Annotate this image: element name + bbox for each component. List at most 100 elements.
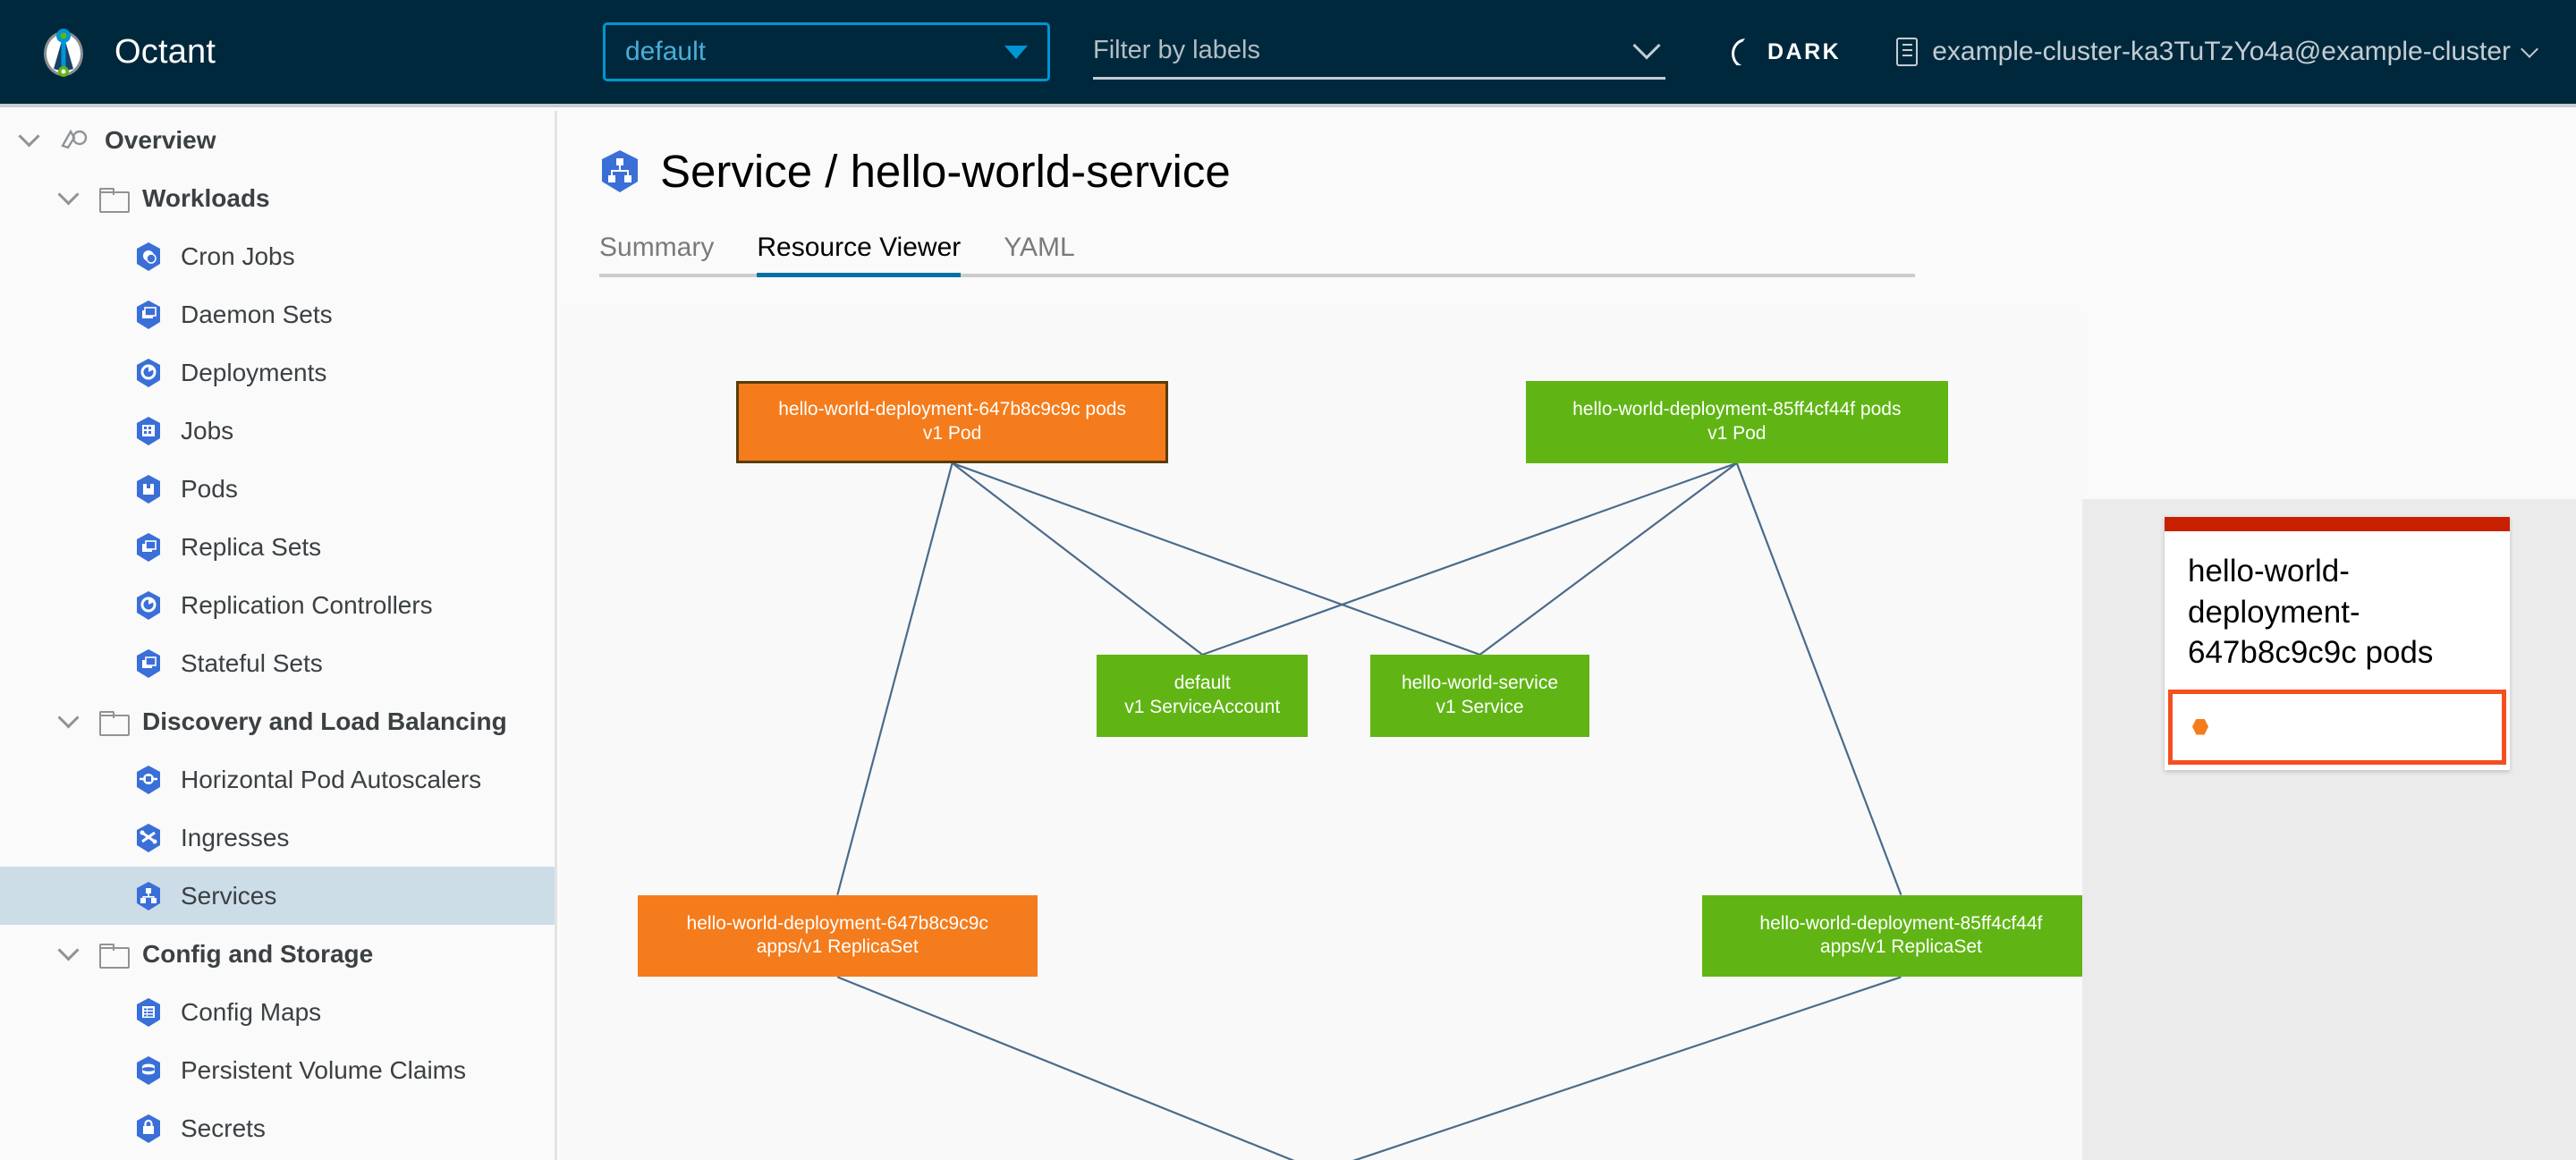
deployment-icon bbox=[134, 358, 163, 388]
card-accent-bar bbox=[2165, 517, 2510, 531]
statefulset-icon bbox=[134, 648, 163, 679]
folder-icon bbox=[99, 187, 130, 213]
namespace-selector[interactable]: default bbox=[603, 22, 1050, 81]
sidebar-item-deployments[interactable]: Deployments bbox=[0, 343, 555, 402]
graph-node-kind: apps/v1 ReplicaSet bbox=[1819, 936, 1982, 958]
sidebar-item-daemon-sets[interactable]: Daemon Sets bbox=[0, 285, 555, 343]
sidebar-item-label: Persistent Volume Claims bbox=[181, 1055, 467, 1084]
graph-node-kind: apps/v1 ReplicaSet bbox=[756, 936, 919, 958]
sidebar-item-label: Config and Storage bbox=[142, 939, 374, 968]
sidebar-item-services[interactable]: Services bbox=[0, 867, 555, 925]
graph-node-kind: v1 Pod bbox=[922, 422, 982, 444]
sidebar-item-horizontal-pod-autoscalers[interactable]: Horizontal Pod Autoscalers bbox=[0, 750, 555, 809]
cluster-name: example-cluster-ka3TuTzYo4a@example-clus… bbox=[1932, 37, 2512, 66]
brand-title: Octant bbox=[114, 32, 216, 71]
selected-node-card: hello-world-deployment-647b8c9c9c pods bbox=[2165, 517, 2510, 770]
configmap-icon bbox=[134, 997, 163, 1028]
chevron-down-icon[interactable] bbox=[57, 183, 80, 206]
sidebar-item-label: Deployments bbox=[181, 358, 327, 386]
graph-edge bbox=[1735, 462, 1902, 895]
page-title: Service / hello-world-service bbox=[660, 146, 1231, 197]
pod-icon bbox=[134, 474, 163, 504]
card-status-row[interactable] bbox=[2168, 689, 2506, 765]
sidebar-item-jobs[interactable]: Jobs bbox=[0, 402, 555, 460]
sidebar-item-label: Workloads bbox=[142, 183, 270, 212]
octant-logo-icon bbox=[36, 24, 91, 80]
tab-yaml[interactable]: YAML bbox=[1004, 233, 1075, 262]
graph-edge bbox=[951, 461, 1203, 656]
graph-detail-panel: hello-world-deployment-647b8c9c9c pods bbox=[2082, 499, 2576, 1160]
graph-edge bbox=[836, 976, 1295, 1160]
sidebar-item-config-and-storage[interactable]: Config and Storage bbox=[0, 925, 555, 983]
sidebar-item-persistent-volume-claims[interactable]: Persistent Volume Claims bbox=[0, 1041, 555, 1099]
sidebar-item-ingresses[interactable]: Ingresses bbox=[0, 809, 555, 867]
replicaset-icon bbox=[134, 532, 163, 563]
sidebar-item-label: Config Maps bbox=[181, 997, 322, 1026]
sidebar-item-label: Jobs bbox=[181, 416, 234, 445]
graph-node-kind: v1 ServiceAccount bbox=[1124, 696, 1281, 717]
graph-node-name: hello-world-deployment-647b8c9c9c pods bbox=[778, 399, 1126, 420]
overview-icon bbox=[60, 128, 89, 153]
pod-status-hexagon-icon bbox=[2192, 718, 2208, 735]
graph-edge bbox=[1201, 461, 1738, 656]
graph-edge bbox=[1479, 461, 1738, 656]
graph-edge bbox=[836, 462, 953, 895]
graph-node-name: hello-world-service bbox=[1401, 673, 1559, 694]
sidebar-item-config-maps[interactable]: Config Maps bbox=[0, 983, 555, 1041]
tab-summary[interactable]: Summary bbox=[599, 233, 715, 262]
sidebar-item-label: Secrets bbox=[181, 1113, 266, 1142]
server-icon bbox=[1896, 38, 1919, 66]
card-title: hello-world-deployment-647b8c9c9c pods bbox=[2188, 554, 2434, 670]
chevron-down-icon bbox=[2521, 40, 2538, 58]
sidebar-item-label: Cron Jobs bbox=[181, 241, 295, 270]
service-icon bbox=[134, 881, 163, 911]
service-icon bbox=[599, 149, 640, 194]
sidebar-item-label: Stateful Sets bbox=[181, 648, 323, 677]
folder-icon bbox=[99, 710, 130, 736]
sidebar-item-replication-controllers[interactable]: Replication Controllers bbox=[0, 576, 555, 634]
namespace-value: default bbox=[625, 37, 707, 66]
label-filter-input[interactable]: Filter by labels bbox=[1093, 24, 1665, 80]
sidebar-item-secrets[interactable]: Secrets bbox=[0, 1099, 555, 1157]
cronjob-icon bbox=[134, 241, 163, 272]
chevron-down-icon[interactable] bbox=[57, 939, 80, 961]
sidebar-item-label: Horizontal Pod Autoscalers bbox=[181, 765, 482, 793]
sidebar-item-overview[interactable]: Overview bbox=[0, 111, 555, 169]
tab-bar: Summary Resource Viewer YAML bbox=[599, 227, 1915, 277]
chevron-down-icon[interactable] bbox=[18, 125, 40, 148]
graph-edge bbox=[952, 461, 1480, 656]
pvc-icon bbox=[134, 1055, 163, 1086]
secret-icon bbox=[134, 1113, 163, 1144]
sidebar-item-label: Pods bbox=[181, 474, 238, 503]
sidebar-item-discovery-and-load-balancing[interactable]: Discovery and Load Balancing bbox=[0, 692, 555, 750]
chevron-down-icon bbox=[1632, 30, 1661, 60]
sidebar-item-replica-sets[interactable]: Replica Sets bbox=[0, 518, 555, 576]
page-header: Service / hello-world-service bbox=[560, 111, 2576, 198]
sidebar-item-label: Discovery and Load Balancing bbox=[142, 707, 507, 735]
sidebar-item-cron-jobs[interactable]: Cron Jobs bbox=[0, 227, 555, 285]
graph-edge bbox=[1352, 976, 1902, 1160]
label-filter-placeholder: Filter by labels bbox=[1093, 36, 1260, 64]
chevron-down-icon[interactable] bbox=[57, 707, 80, 729]
sidebar-item-stateful-sets[interactable]: Stateful Sets bbox=[0, 634, 555, 692]
cluster-selector[interactable]: example-cluster-ka3TuTzYo4a@example-clus… bbox=[1896, 37, 2538, 67]
graph-node-name: hello-world-deployment-85ff4cf44f bbox=[1759, 912, 2043, 934]
main-content: Service / hello-world-service Summary Res… bbox=[560, 111, 2576, 1160]
sidebar-item-pods[interactable]: Pods bbox=[0, 460, 555, 518]
sidebar-item-workloads[interactable]: Workloads bbox=[0, 169, 555, 227]
graph-node-name: hello-world-deployment-647b8c9c9c bbox=[686, 912, 988, 934]
ingress-icon bbox=[134, 823, 163, 853]
replicationcontroller-icon bbox=[134, 590, 163, 621]
tab-resource-viewer[interactable]: Resource Viewer bbox=[757, 233, 962, 277]
theme-toggle-button[interactable]: DARK bbox=[1730, 38, 1841, 65]
graph-node-name: default bbox=[1174, 673, 1231, 694]
